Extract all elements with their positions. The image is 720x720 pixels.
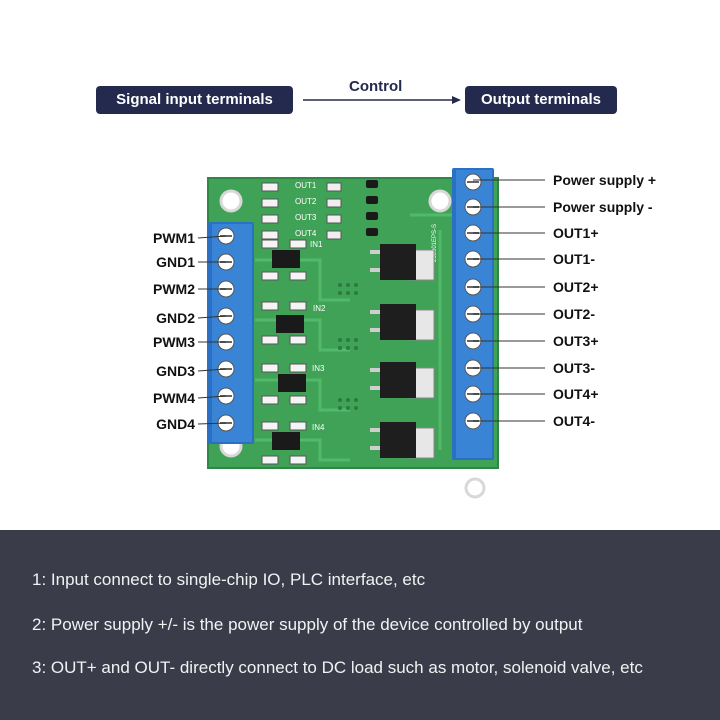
status-leds: [261, 180, 378, 240]
label-pwm4: PWM4: [153, 390, 195, 406]
channel-3-components: [261, 363, 307, 405]
mosfet-2: [370, 304, 435, 341]
label-gnd4: GND4: [156, 416, 195, 432]
mounting-hole: [464, 477, 486, 499]
note-2: 2: Power supply +/- is the power supply …: [32, 615, 583, 634]
mosfet-3: [370, 362, 435, 399]
label-out2-plus: OUT2+: [553, 279, 599, 295]
note-3: 3: OUT+ and OUT- directly connect to DC …: [32, 658, 643, 677]
label-pwm2: PWM2: [153, 281, 195, 297]
label-gnd2: GND2: [156, 310, 195, 326]
board-in2: IN2: [313, 304, 326, 313]
board-out2: OUT2: [295, 197, 317, 206]
note-1: 1: Input connect to single-chip IO, PLC …: [32, 570, 426, 589]
control-arrow-label: Control: [349, 78, 403, 95]
board-in3: IN3: [312, 364, 325, 373]
label-gnd1: GND1: [156, 254, 195, 270]
channel-2-components: [261, 301, 307, 345]
board-in1: IN1: [310, 240, 323, 249]
notes-panel: 1: Input connect to single-chip IO, PLC …: [0, 530, 720, 720]
mosfet-1: [370, 244, 435, 281]
label-gnd3: GND3: [156, 363, 195, 379]
label-power-supply-plus: Power supply +: [553, 172, 657, 188]
channel-4-components: [261, 421, 307, 465]
label-out2-minus: OUT2-: [553, 306, 595, 322]
label-out4-minus: OUT4-: [553, 413, 595, 429]
board-in4: IN4: [312, 423, 325, 432]
label-pwm1: PWM1: [153, 230, 195, 246]
board-out1: OUT1: [295, 181, 317, 190]
label-power-supply-minus: Power supply -: [553, 199, 653, 215]
label-out1-minus: OUT1-: [553, 251, 595, 267]
pcb-board-illustration: OUT1 OUT2 OUT3 OUT4 IN1 IN2 IN3 IN4 2309…: [197, 96, 545, 499]
board-out4: OUT4: [295, 229, 317, 238]
label-pwm3: PWM3: [153, 334, 195, 350]
label-out4-plus: OUT4+: [553, 386, 599, 402]
product-diagram-area: Signal input terminals Control Output te…: [96, 78, 657, 499]
mounting-hole: [219, 189, 243, 213]
board-out3: OUT3: [295, 213, 317, 222]
label-out1-plus: OUT1+: [553, 225, 599, 241]
mounting-hole: [428, 189, 452, 213]
board-serial: 230901EPS-S: [432, 224, 438, 262]
control-arrow-head: [452, 96, 461, 104]
via-grid: [338, 283, 358, 410]
signal-input-label: Signal input terminals: [96, 86, 293, 114]
output-terminals-label: Output terminals: [465, 86, 617, 114]
label-out3-plus: OUT3+: [553, 333, 599, 349]
leader-lines: [197, 179, 545, 425]
input-terminal-block: [208, 222, 254, 444]
label-out3-minus: OUT3-: [553, 360, 595, 376]
channel-1-components: [261, 239, 307, 281]
mosfet-4: [370, 422, 435, 459]
pcb: [208, 178, 498, 468]
